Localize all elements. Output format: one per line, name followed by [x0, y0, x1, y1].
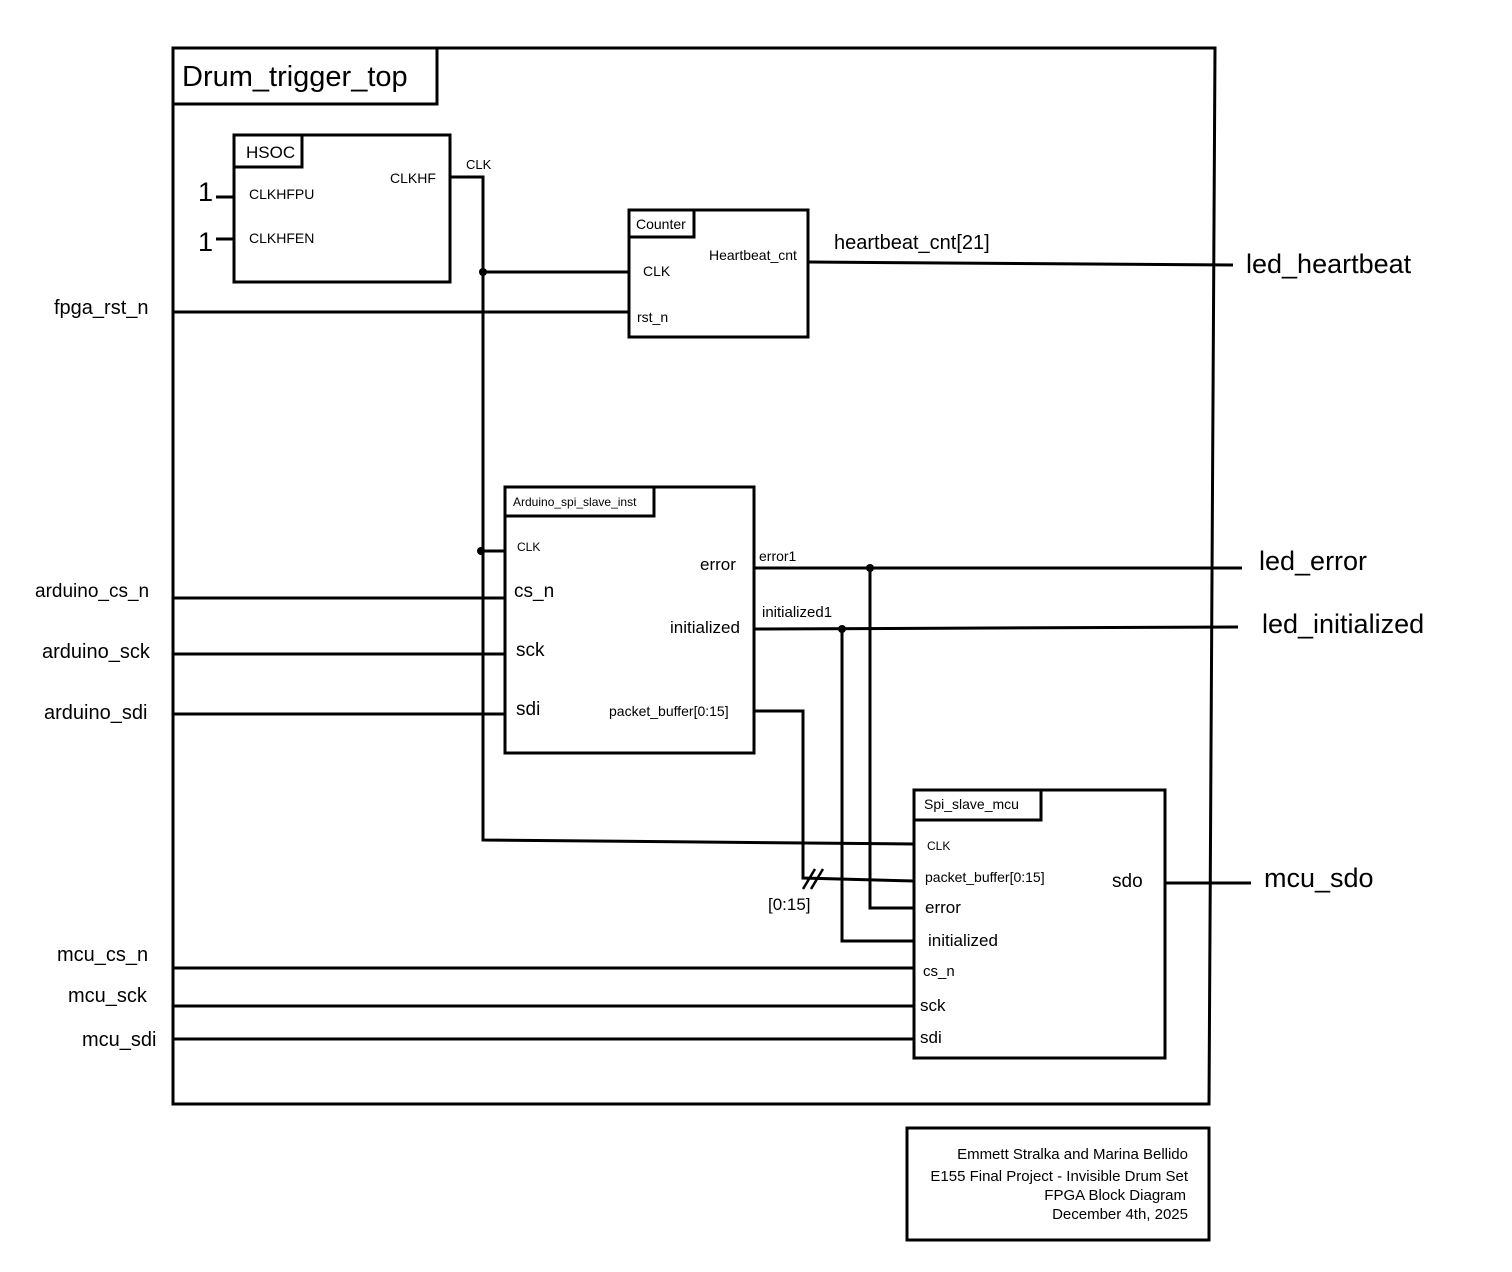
initialized-net-label: initialized1 — [762, 604, 832, 621]
clk-junction-counter — [479, 268, 487, 276]
hsoc-port-clkhfen: CLKHFEN — [249, 230, 314, 246]
top-module-title-box — [171, 46, 439, 106]
arduino-spi-title: Arduino_spi_slave_inst — [513, 495, 637, 509]
clk-net-label: CLK — [466, 157, 492, 172]
hsoc-title-box — [232, 133, 304, 169]
counter-port-rst: rst_n — [637, 309, 668, 325]
error-junction — [866, 564, 874, 572]
spi-mcu-port-cs: cs_n — [923, 963, 955, 980]
title-block-project: E155 Final Project - Invisible Drum Set — [930, 1168, 1188, 1185]
counter-port-clk: CLK — [643, 263, 671, 279]
hsoc-title: HSOC — [246, 143, 295, 162]
top-module: Drum_trigger_top — [171, 46, 1217, 1106]
packet-bus-wire — [754, 709, 915, 883]
spi-mcu-port-packet: packet_buffer[0:15] — [925, 869, 1045, 885]
mcu-inputs: mcu_cs_n mcu_sck mcu_sdi — [57, 944, 914, 1051]
packet-bus: [0:15] — [754, 709, 915, 914]
output-led-heartbeat: led_heartbeat — [1246, 249, 1412, 279]
arduino-spi-port-sck: sck — [516, 640, 545, 661]
counter-title-box — [627, 208, 696, 239]
error-branch-wire — [868, 568, 914, 910]
input-mcu-cs-n: mcu_cs_n — [57, 944, 148, 966]
arduino-spi-port-error: error — [700, 555, 736, 574]
spi-mcu-port-sdi: sdi — [920, 1028, 942, 1047]
arduino-spi-block: Arduino_spi_slave_inst CLK cs_n sck sdi … — [503, 485, 756, 755]
counter-port-heartbeat: Heartbeat_cnt — [709, 247, 797, 263]
bus-slash-2 — [809, 868, 825, 890]
arduino-spi-port-sdi: sdi — [516, 699, 540, 720]
spi-mcu-port-initialized: initialized — [928, 931, 998, 950]
hsoc-port-clkhfpu: CLKHFPU — [249, 186, 314, 202]
arduino-spi-port-initialized: initialized — [670, 618, 740, 637]
bus-width-label: [0:15] — [768, 895, 811, 914]
initialized-branch-wire — [840, 629, 914, 943]
arduino-spi-port-packet: packet_buffer[0:15] — [609, 703, 729, 719]
hsoc-block: HSOC CLKHFPU CLKHFEN CLKHF 1 1 — [198, 133, 452, 284]
hsoc-port-clkhf: CLKHF — [390, 170, 436, 186]
sdo-net: mcu_sdo — [1165, 863, 1374, 893]
initialized-junction — [838, 625, 846, 633]
input-arduino-sdi: arduino_sdi — [44, 702, 147, 724]
counter-block: Counter CLK rst_n Heartbeat_cnt — [627, 208, 810, 339]
error-net-label: error1 — [759, 548, 797, 564]
clk-junction-arduino — [477, 547, 485, 555]
input-fpga-rst-n: fpga_rst_n — [54, 297, 149, 319]
input-mcu-sdi: mcu_sdi — [82, 1029, 156, 1051]
arduino-spi-title-box — [503, 485, 656, 518]
spi-mcu-border — [912, 788, 1167, 1060]
spi-mcu-block: Spi_slave_mcu CLK packet_buffer[0:15] er… — [912, 788, 1167, 1060]
input-mcu-sck: mcu_sck — [68, 985, 148, 1007]
bus-slash-1 — [801, 868, 817, 890]
output-led-error: led_error — [1259, 546, 1367, 576]
title-block-authors: Emmett Stralka and Marina Bellido — [957, 1146, 1188, 1163]
counter-title: Counter — [636, 216, 686, 232]
arduino-spi-port-cs: cs_n — [514, 581, 554, 602]
title-block-border — [905, 1126, 1211, 1242]
input-arduino-sck: arduino_sck — [42, 641, 151, 663]
title-block-subtitle: FPGA Block Diagram — [1044, 1187, 1186, 1204]
spi-mcu-port-sck: sck — [920, 996, 946, 1015]
title-block-date: December 4th, 2025 — [1052, 1206, 1188, 1223]
initialized-net: initialized1 led_initialized — [753, 604, 1424, 943]
clk-net: CLK — [450, 157, 915, 846]
reset-net: fpga_rst_n — [54, 297, 629, 319]
heartbeat-wire — [807, 260, 1234, 267]
spi-mcu-port-sdo: sdo — [1112, 871, 1143, 892]
hsoc-tie-high-1: 1 — [198, 177, 213, 207]
hsoc-border — [232, 133, 452, 284]
spi-mcu-port-error: error — [925, 898, 961, 917]
arduino-spi-port-clk: CLK — [517, 540, 540, 554]
spi-mcu-title-box — [912, 788, 1043, 822]
top-module-border — [171, 46, 1217, 1106]
initialized-wire — [753, 625, 1239, 631]
heartbeat-net: heartbeat_cnt[21] led_heartbeat — [807, 232, 1412, 279]
spi-mcu-title: Spi_slave_mcu — [924, 796, 1019, 812]
top-module-title: Drum_trigger_top — [182, 61, 408, 93]
hsoc-tie-high-2: 1 — [198, 227, 213, 257]
output-led-initialized: led_initialized — [1262, 609, 1424, 639]
spi-mcu-port-clk: CLK — [927, 839, 950, 853]
arduino-inputs: arduino_cs_n arduino_sck arduino_sdi — [35, 581, 505, 724]
title-block: Emmett Stralka and Marina Bellido E155 F… — [905, 1126, 1211, 1242]
error-net: error1 led_error — [754, 546, 1367, 910]
heartbeat-net-label: heartbeat_cnt[21] — [834, 232, 990, 254]
clk-wire-main — [450, 175, 915, 846]
input-arduino-cs-n: arduino_cs_n — [35, 581, 149, 602]
output-mcu-sdo: mcu_sdo — [1264, 863, 1374, 893]
